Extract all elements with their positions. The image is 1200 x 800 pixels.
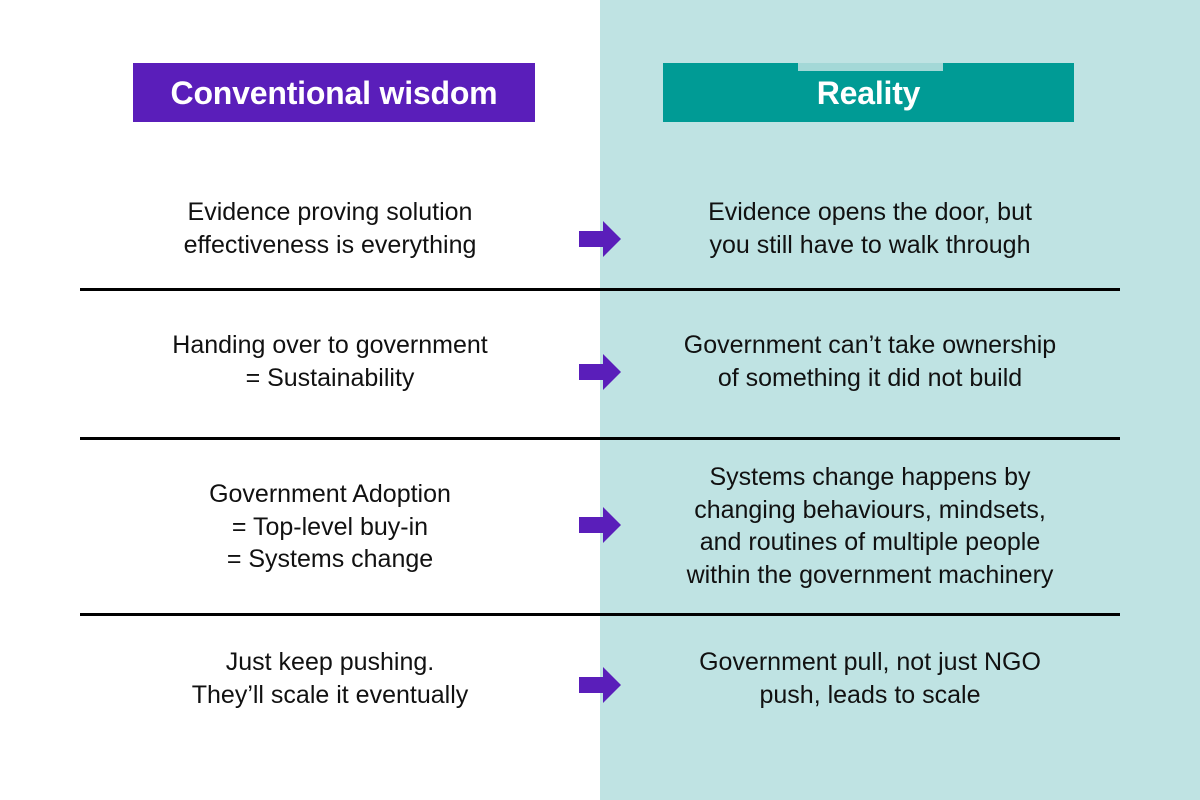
row-divider-3	[80, 613, 1120, 616]
reality-header-overlap-band	[798, 63, 943, 71]
conventional-wisdom-header-label: Conventional wisdom	[170, 74, 498, 111]
right-arrow-icon	[579, 507, 621, 543]
right-arrow-icon	[579, 667, 621, 703]
row-2-conventional-text: Handing over to government = Sustainabil…	[172, 331, 488, 392]
row-3-conventional-text: Government Adoption = Top-level buy-in =…	[209, 480, 451, 573]
conventional-wisdom-header: Conventional wisdom	[133, 63, 535, 122]
reality-header-label: Reality	[816, 74, 921, 111]
row-divider-2	[80, 437, 1120, 440]
row-4-reality-text: Government pull, not just NGO push, lead…	[699, 648, 1041, 709]
row-3-reality-text: Systems change happens by changing behav…	[686, 463, 1054, 589]
row-2-reality-text: Government can’t take ownership of somet…	[683, 331, 1057, 392]
row-divider-1	[80, 288, 1120, 291]
row-1-reality-text: Evidence opens the door, but you still h…	[708, 198, 1032, 259]
reality-header: Reality	[663, 63, 1074, 122]
row-1-conventional-text: Evidence proving solution effectiveness …	[183, 198, 477, 259]
reality-panel-background	[600, 0, 1200, 800]
right-arrow-icon	[579, 221, 621, 257]
right-arrow-icon	[579, 354, 621, 390]
row-4-conventional-text: Just keep pushing. They’ll scale it even…	[191, 648, 469, 709]
